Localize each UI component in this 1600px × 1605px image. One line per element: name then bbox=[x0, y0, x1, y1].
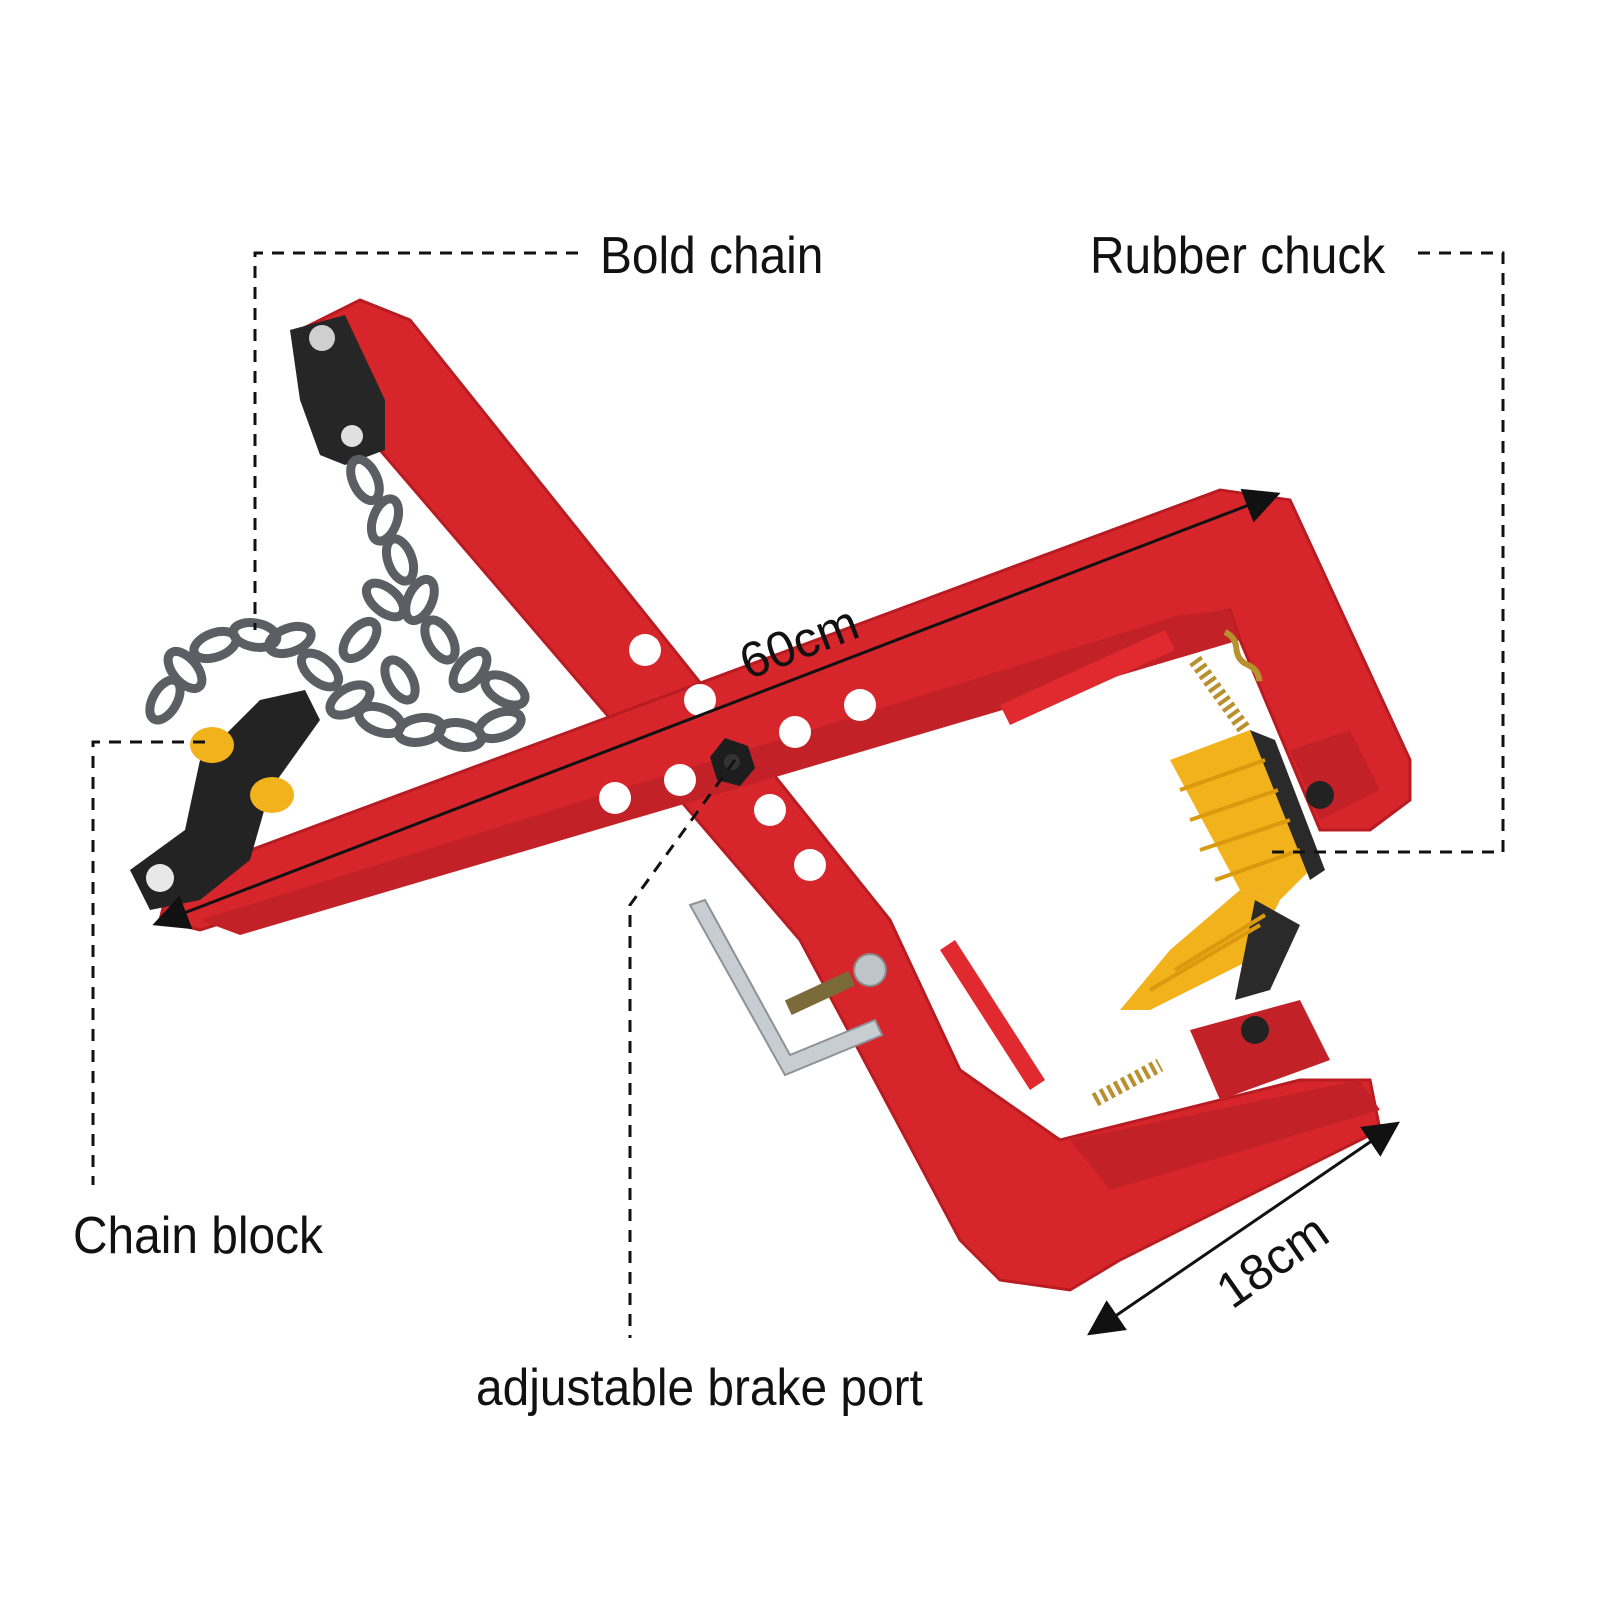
length-dimension-arrow bbox=[152, 488, 1281, 930]
chain-block-leader bbox=[91, 740, 205, 1185]
adjustable-brake-port-label: adjustable brake port bbox=[476, 1359, 923, 1417]
width-dimension-arrow bbox=[1087, 1121, 1400, 1336]
chain-block-label: Chain block bbox=[73, 1207, 323, 1265]
width-dimension-label: 18cm bbox=[1206, 1203, 1338, 1319]
chain-bracket-icon bbox=[290, 315, 385, 465]
rubber-chuck-leader bbox=[1268, 251, 1505, 854]
bold-chain-label: Bold chain bbox=[600, 227, 824, 285]
jaw-bracket-icons bbox=[1190, 730, 1380, 1100]
rubber-chuck-label: Rubber chuck bbox=[1090, 227, 1386, 285]
